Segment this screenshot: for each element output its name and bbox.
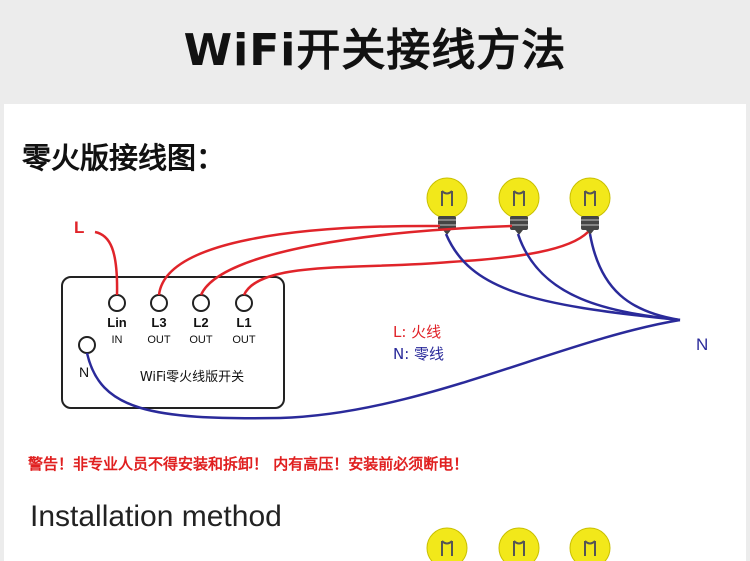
device-neutral-label: N bbox=[79, 364, 89, 380]
page-header: WiFi开关接线方法 bbox=[0, 0, 750, 92]
terminal-label: Lin bbox=[107, 315, 127, 330]
terminal-label: L2 bbox=[193, 315, 208, 330]
live-wires bbox=[94, 224, 589, 296]
installation-title: Installation method bbox=[30, 500, 282, 533]
terminal-l2-icon bbox=[192, 294, 210, 312]
neutral-wire-device bbox=[85, 318, 681, 420]
legend-neutral: N: 零线 bbox=[393, 345, 444, 363]
page-title: WiFi开关接线方法 bbox=[183, 25, 567, 76]
legend-live: L: 火线 bbox=[393, 323, 441, 341]
warning-text: 警告！非专业人员不得安装和拆卸！ 内有高压！安装前必须断电！ bbox=[28, 455, 469, 473]
neutral-label: N bbox=[696, 335, 708, 354]
neutral-wires bbox=[85, 233, 681, 420]
neutral-wire-bulb-3 bbox=[588, 233, 681, 322]
terminal-sublabel: IN bbox=[112, 334, 123, 346]
terminal-sublabel: OUT bbox=[232, 334, 256, 346]
bulb-3-icon bbox=[569, 177, 611, 236]
terminal-sublabel: OUT bbox=[147, 334, 171, 346]
terminal-n-icon bbox=[78, 336, 96, 354]
live-input-wire bbox=[94, 230, 119, 296]
terminal-label: L1 bbox=[236, 315, 251, 330]
terminal-lin-icon bbox=[108, 294, 126, 312]
terminal-l1-icon bbox=[235, 294, 253, 312]
terminal-sublabel: OUT bbox=[189, 334, 213, 346]
neutral-wire-bulb-1 bbox=[444, 233, 681, 322]
live-wire-l1 bbox=[242, 231, 589, 296]
neutral-wire-bulb-2 bbox=[516, 233, 681, 322]
section-title: 零火版接线图： bbox=[22, 141, 226, 175]
live-input-label: L bbox=[74, 218, 84, 237]
device-name: WiFi零火线版开关 bbox=[140, 370, 244, 385]
terminal-l3-icon bbox=[150, 294, 168, 312]
terminal-label: L3 bbox=[151, 315, 166, 330]
live-wire-l3 bbox=[157, 224, 441, 296]
live-wire-l2 bbox=[199, 224, 513, 296]
